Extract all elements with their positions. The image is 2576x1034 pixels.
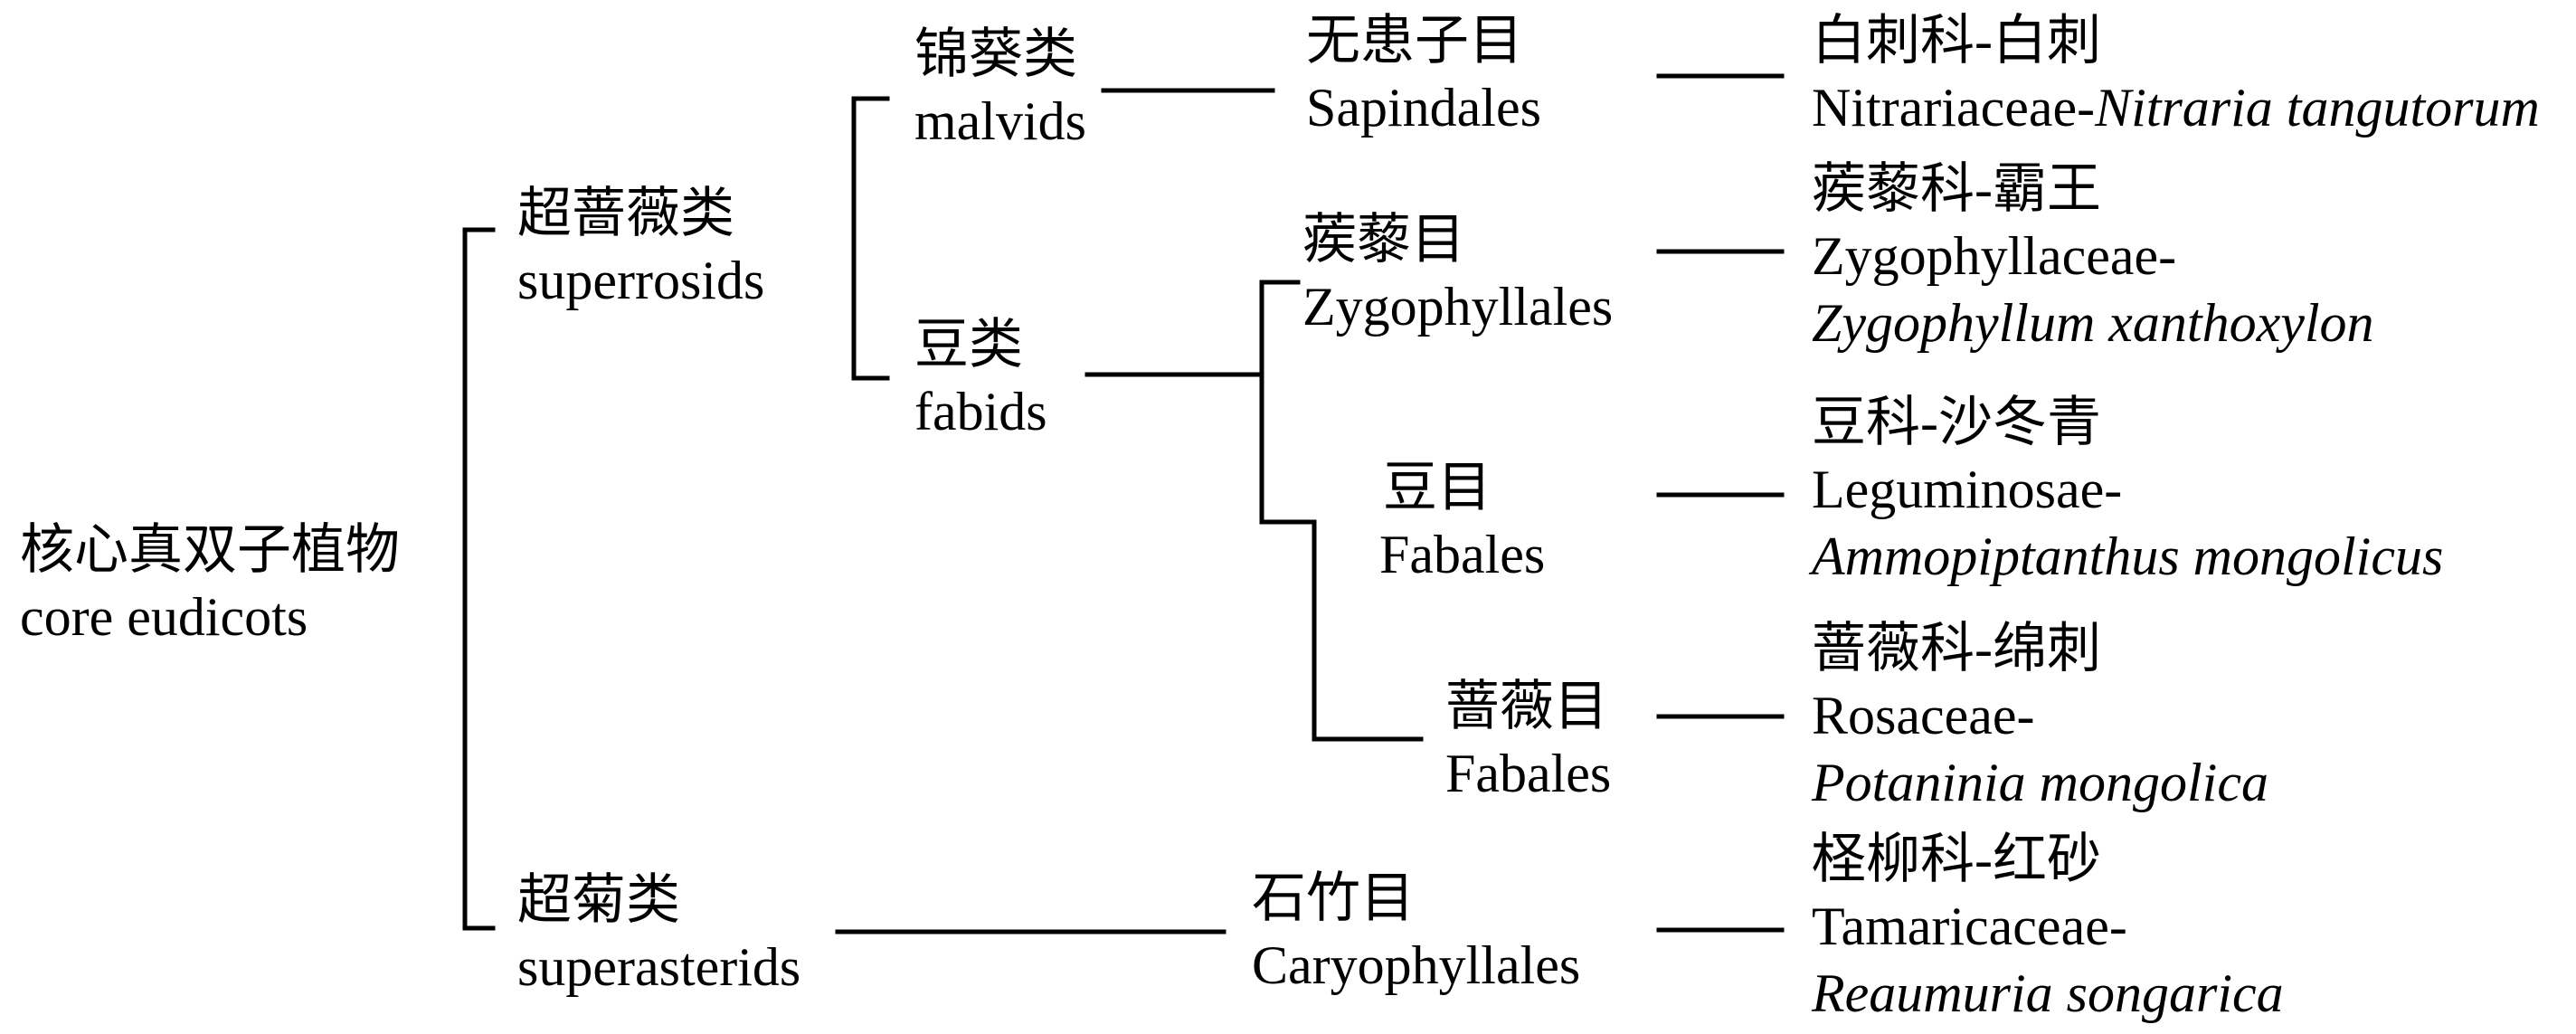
family-zh: 蔷薇科-绵刺 <box>1812 619 2101 678</box>
species-name: Reaumuria songarica <box>1812 963 2284 1023</box>
order-zh: 豆目 <box>1383 458 1492 517</box>
fabids-zh: 豆类 <box>914 315 1023 375</box>
order-en: Caryophyllales <box>1252 935 1581 995</box>
family-name: Leguminosae- <box>1812 460 2123 519</box>
root-zh: 核心真双子植物 <box>20 520 400 580</box>
family-name: Zygophyllaceae- <box>1812 226 2177 286</box>
order-zh: 蒺藜目 <box>1302 210 1465 270</box>
family-label: 豆科-沙冬青 Leguminosae- Ammopiptanthus mongo… <box>1812 389 2443 590</box>
malvids-zh: 锦葵类 <box>914 24 1077 84</box>
order-label: 无患子目 Sapindales <box>1306 7 1541 141</box>
family-latin-line: Nitrariaceae-Nitraria tangutorum <box>1812 74 2540 141</box>
species-name: Nitraria tangutorum <box>2095 78 2540 138</box>
family-name: Nitrariaceae- <box>1812 78 2096 138</box>
species-name: Zygophyllum xanthoxylon <box>1812 293 2374 353</box>
family-zh: 柽柳科-红砂 <box>1812 830 2101 889</box>
fabids-en: fabids <box>914 382 1047 441</box>
fabids-node-label: 豆类 fabids <box>914 311 1047 445</box>
family-zh: 豆科-沙冬青 <box>1812 393 2101 452</box>
malvids-node-label: 锦葵类 malvids <box>914 21 1086 155</box>
malvids-en: malvids <box>914 91 1086 151</box>
root-node-label: 核心真双子植物 core eudicots <box>20 517 400 650</box>
superrosids-zh: 超蔷薇类 <box>517 184 734 243</box>
order-en: Fabales <box>1379 525 1546 584</box>
superasterids-node-label: 超菊类 superasterids <box>517 867 800 1001</box>
superasterids-en: superasterids <box>517 937 801 997</box>
species-name: Ammopiptanthus mongolicus <box>1812 526 2444 586</box>
order-zh: 石竹目 <box>1252 868 1415 928</box>
order-en: Zygophyllales <box>1302 277 1614 337</box>
superasterids-zh: 超菊类 <box>517 870 680 930</box>
family-zh: 蒺藜科-霸王 <box>1812 159 2101 219</box>
order-label: 蒺藜目 Zygophyllales <box>1302 206 1613 340</box>
superrosids-en: superrosids <box>517 251 765 310</box>
family-zh: 白刺科-白刺 <box>1812 11 2101 71</box>
order-zh: 无患子目 <box>1306 11 1523 71</box>
order-label: 豆目 Fabales <box>1379 454 1545 588</box>
order-en: Sapindales <box>1306 78 1541 138</box>
order-zh: 蔷薇目 <box>1445 677 1608 736</box>
order-en: Fabales <box>1445 744 1612 803</box>
family-label: 柽柳科-红砂 Tamaricaceae- Reaumuria songarica <box>1812 826 2284 1027</box>
family-label: 蒺藜科-霸王 Zygophyllaceae- Zygophyllum xanth… <box>1812 156 2374 356</box>
order-label: 蔷薇目 Fabales <box>1445 673 1611 807</box>
species-name: Potaninia mongolica <box>1812 753 2268 812</box>
family-name: Tamaricaceae- <box>1812 896 2127 956</box>
family-label: 白刺科-白刺 Nitrariaceae-Nitraria tangutorum <box>1812 7 2540 141</box>
root-en: core eudicots <box>20 587 308 647</box>
superrosids-node-label: 超蔷薇类 superrosids <box>517 180 764 314</box>
order-label: 石竹目 Caryophyllales <box>1252 865 1580 999</box>
family-label: 蔷薇科-绵刺 Rosaceae- Potaninia mongolica <box>1812 615 2268 816</box>
family-name: Rosaceae- <box>1812 686 2035 745</box>
